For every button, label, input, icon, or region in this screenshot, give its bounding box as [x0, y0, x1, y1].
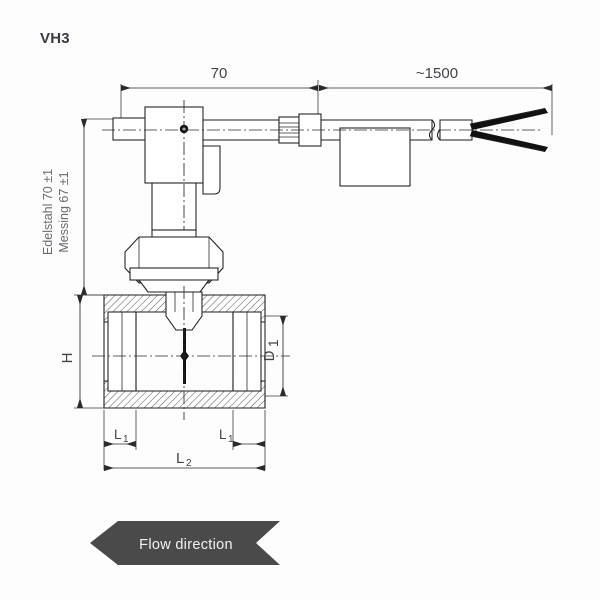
- dimension-label-l2: L: [176, 450, 184, 467]
- cable-assembly: [102, 108, 548, 187]
- connector-block: [144, 106, 204, 184]
- dimension-label-d1-subscript: 1: [266, 339, 281, 347]
- dimension-label-l2-subscript: 2: [186, 458, 192, 469]
- dimension-label-l1-left: L: [114, 427, 122, 442]
- dimension-label-edelstahl: Edelstahl 70 ±1: [41, 169, 55, 255]
- hex-nut-fitting: [124, 229, 224, 293]
- dimension-label-l1-right: L: [219, 427, 227, 442]
- cable-junction-box: [339, 127, 411, 187]
- sensor-connector-housing: [112, 100, 221, 252]
- cable-break-symbol-left: [428, 119, 436, 141]
- dimension-label-l1-left-subscript: 1: [123, 434, 129, 445]
- top-dimension-group: 70 ~1500: [120, 65, 553, 135]
- fitting-seal-face: [137, 279, 211, 293]
- conductor-wire-upper-edge: [469, 108, 544, 125]
- flow-direction-banner: Flow direction: [90, 521, 280, 565]
- dimension-label-1500: ~1500: [416, 65, 458, 82]
- page-title: VH3: [40, 30, 70, 47]
- dimension-l-group: L 1 L 1 L 2: [103, 410, 266, 472]
- conductor-wire-lower: [470, 130, 548, 152]
- dimension-label-h: H: [59, 353, 76, 364]
- dimension-h-group: H: [59, 294, 104, 409]
- flow-direction-arrow-shape: [90, 521, 280, 565]
- flow-direction-label: Flow direction: [139, 537, 233, 553]
- cable-section-3: [439, 119, 473, 141]
- connector-side-tab: [202, 145, 221, 195]
- connector-left-stub: [112, 117, 147, 141]
- conductor-wire-lower-edge: [469, 135, 544, 152]
- dimension-label-d1: D: [261, 350, 278, 361]
- valve-body-section: [92, 286, 290, 420]
- connector-neck: [151, 182, 197, 231]
- dimension-d1-group: D 1: [261, 315, 288, 397]
- dimension-label-messing: Messing 67 ±1: [57, 171, 71, 252]
- left-vertical-dimension-group: Edelstahl 70 ±1 Messing 67 ±1: [41, 118, 121, 296]
- conductor-wire-upper: [470, 108, 548, 130]
- fitting-washer: [129, 267, 219, 281]
- dimension-label-l1-right-subscript: 1: [228, 434, 234, 445]
- sensor-stem-inner-lines: [174, 292, 194, 312]
- dimension-label-70: 70: [211, 65, 228, 82]
- fitting-collar-top: [151, 229, 197, 238]
